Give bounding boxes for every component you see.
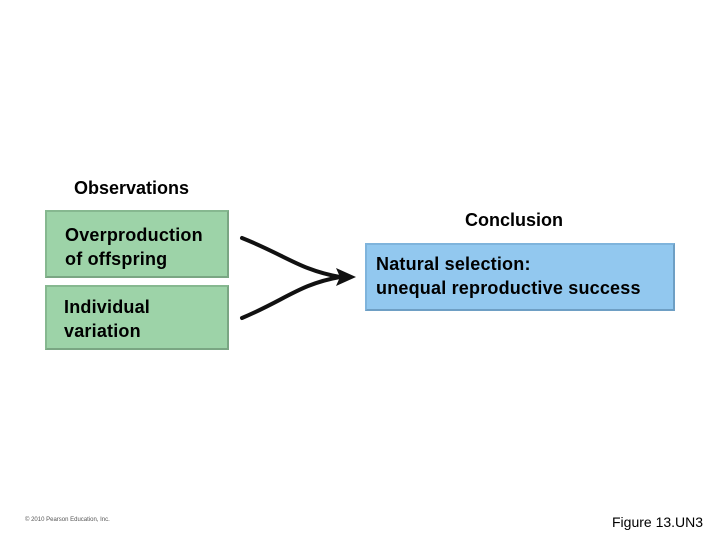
observation-2-line-2: variation bbox=[64, 321, 141, 341]
observation-1-line-1: Overproduction bbox=[65, 225, 203, 245]
copyright-notice: © 2010 Pearson Education, Inc. bbox=[25, 517, 110, 523]
lower-arrow-curve bbox=[240, 275, 342, 320]
observation-2-line-1: Individual bbox=[64, 297, 151, 317]
observation-box-variation: Individual variation bbox=[45, 285, 229, 350]
observation-box-overproduction: Overproduction of offspring bbox=[45, 210, 229, 278]
conclusion-line-1: Natural selection: bbox=[376, 254, 531, 274]
upper-arrow-curve bbox=[240, 236, 342, 279]
conclusion-heading: Conclusion bbox=[465, 210, 563, 230]
arrowhead-icon bbox=[336, 268, 356, 286]
observations-heading: Observations bbox=[74, 178, 190, 198]
figure-label: Figure 13.UN3 bbox=[612, 514, 704, 530]
conclusion-line-2: unequal reproductive success bbox=[376, 278, 641, 298]
observation-1-line-2: of offspring bbox=[65, 249, 168, 269]
conclusion-box: Natural selection: unequal reproductive … bbox=[365, 243, 675, 311]
